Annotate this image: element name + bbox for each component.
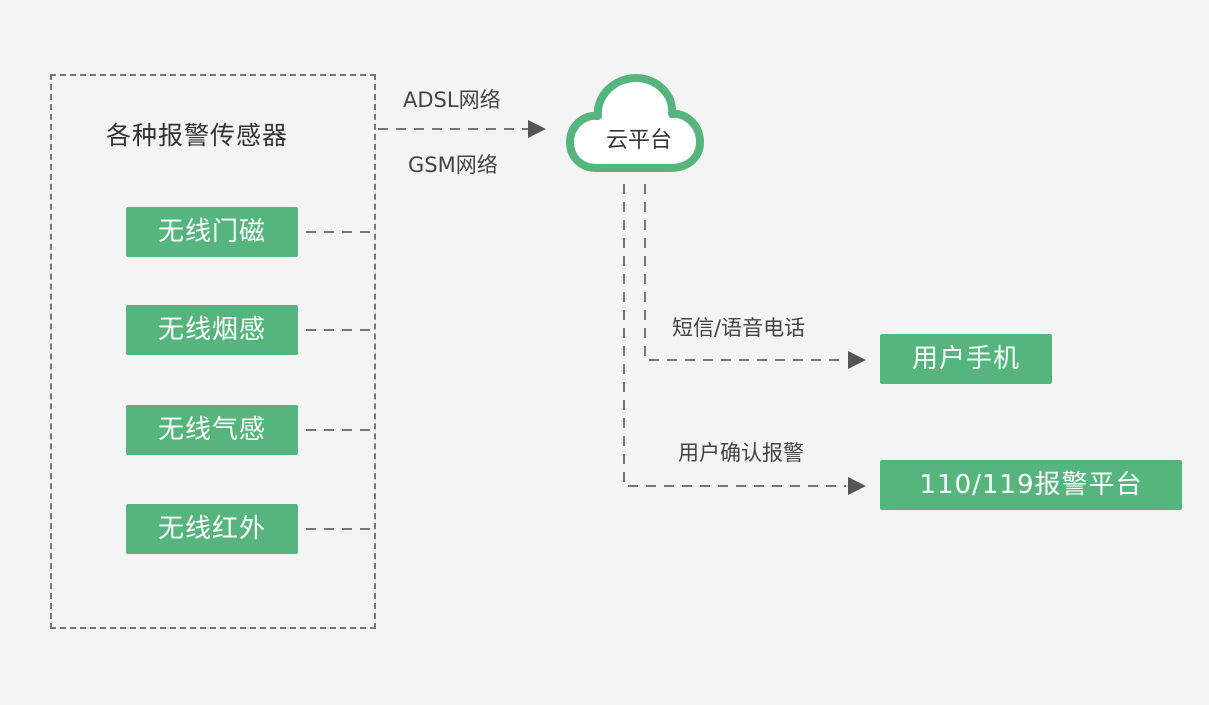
sensor-smoke: 无线烟感: [126, 305, 298, 355]
arrow-to-police: [848, 477, 866, 495]
label-adsl-network: ADSL网络: [403, 88, 501, 112]
label-sms-voice: 短信/语音电话: [672, 316, 806, 340]
sensor-door-magnet: 无线门磁: [126, 207, 298, 257]
sensor-infrared: 无线红外: [126, 504, 298, 554]
cloud-platform-label: 云平台: [605, 128, 672, 153]
arrow-to-phone: [848, 351, 866, 369]
connector-sms: [644, 184, 846, 361]
label-gsm-network: GSM网络: [408, 153, 498, 177]
sensor-group-box: [50, 74, 376, 629]
target-police-platform: 110/119报警平台: [880, 460, 1182, 510]
target-user-phone: 用户手机: [880, 334, 1052, 384]
sensor-gas: 无线气感: [126, 405, 298, 455]
cloud-icon: [566, 74, 704, 172]
sensor-group-title: 各种报警传感器: [106, 121, 289, 150]
connector-confirm: [623, 184, 846, 487]
label-user-confirm: 用户确认报警: [678, 441, 804, 465]
arrow-to-cloud: [528, 120, 546, 138]
